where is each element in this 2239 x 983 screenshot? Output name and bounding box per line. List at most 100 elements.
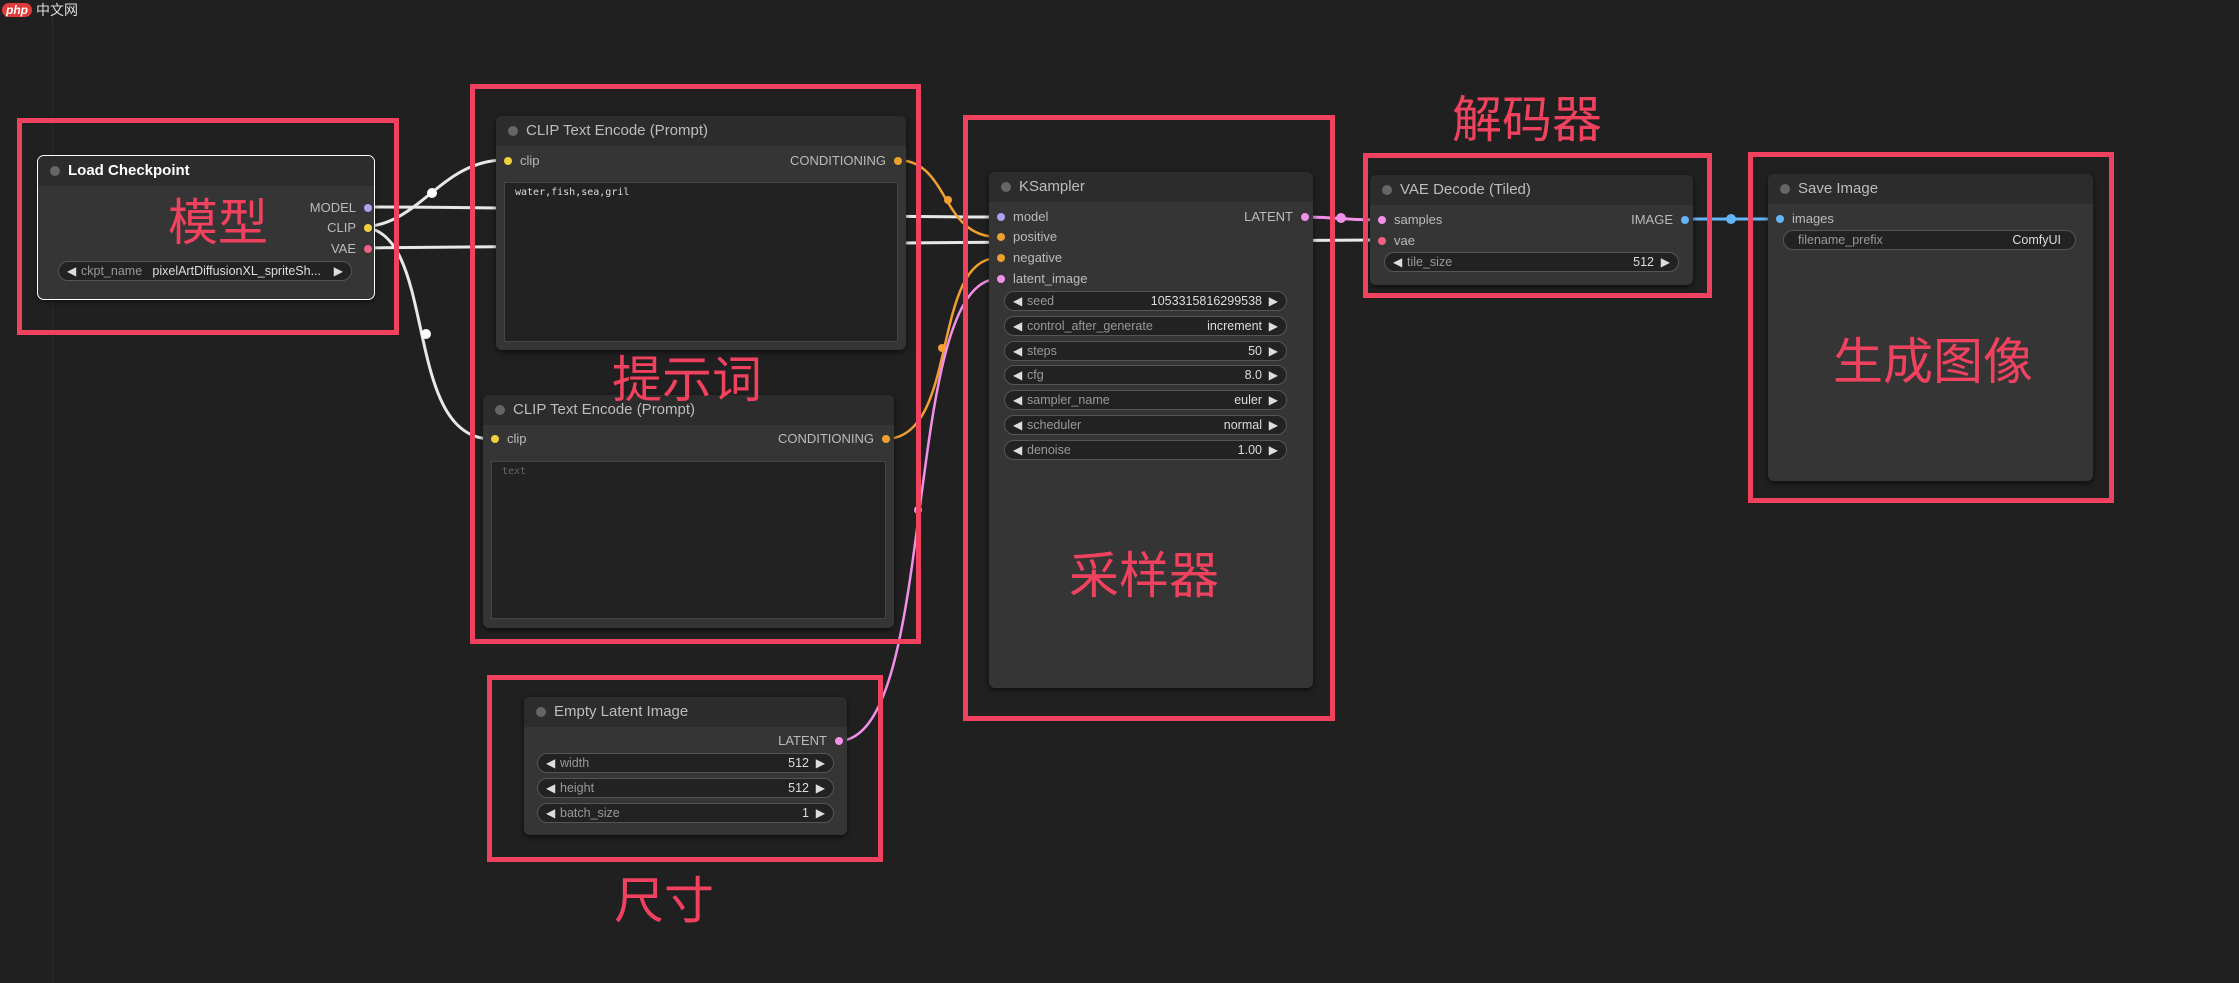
arrow-left-icon[interactable]: ◀: [67, 264, 77, 278]
slot-dot-icon[interactable]: [1378, 216, 1386, 224]
steps-widget[interactable]: ◀ steps 50 ▶: [1004, 341, 1287, 361]
output-slot-conditioning[interactable]: CONDITIONING: [686, 152, 904, 170]
annotation-model: 模型: [168, 194, 268, 252]
sampler-name-widget[interactable]: ◀ sampler_name euler ▶: [1004, 390, 1287, 410]
arrow-right-icon[interactable]: ▶: [1268, 443, 1278, 457]
save-image-node[interactable]: Save Image images filename_prefix ComfyU…: [1768, 174, 2093, 481]
slot-dot-icon[interactable]: [364, 204, 372, 212]
node-title[interactable]: CLIP Text Encode (Prompt): [483, 395, 894, 425]
arrow-left-icon[interactable]: ◀: [546, 781, 556, 795]
negative-prompt-textarea[interactable]: text: [491, 461, 886, 619]
output-slot-latent[interactable]: LATENT: [627, 732, 845, 750]
width-widget[interactable]: ◀ width 512 ▶: [537, 753, 834, 773]
collapse-dot-icon[interactable]: [536, 707, 546, 717]
widget-label: sampler_name: [1027, 393, 1110, 407]
output-slot-latent[interactable]: LATENT: [1093, 208, 1311, 226]
collapse-dot-icon[interactable]: [495, 405, 505, 415]
arrow-left-icon[interactable]: ◀: [1013, 393, 1023, 407]
slot-dot-icon[interactable]: [997, 254, 1005, 262]
input-slot-vae[interactable]: vae: [1376, 232, 1415, 250]
arrow-right-icon[interactable]: ▶: [1268, 294, 1278, 308]
slot-dot-icon[interactable]: [835, 737, 843, 745]
slot-dot-icon[interactable]: [997, 213, 1005, 221]
node-title[interactable]: KSampler: [989, 172, 1313, 202]
arrow-left-icon[interactable]: ◀: [1393, 255, 1403, 269]
prompt-textarea[interactable]: water,fish,sea,gril: [504, 182, 898, 342]
input-slot-latent-image[interactable]: latent_image: [995, 270, 1087, 288]
arrow-left-icon[interactable]: ◀: [1013, 418, 1023, 432]
ksampler-node[interactable]: KSampler model positive negative latent_…: [989, 172, 1313, 688]
vae-decode-tiled-node[interactable]: VAE Decode (Tiled) samples vae IMAGE ◀ t…: [1370, 175, 1693, 285]
arrow-left-icon[interactable]: ◀: [1013, 443, 1023, 457]
arrow-right-icon[interactable]: ▶: [333, 264, 343, 278]
node-title[interactable]: Save Image: [1768, 174, 2093, 204]
slot-dot-icon[interactable]: [364, 224, 372, 232]
output-slot-conditioning[interactable]: CONDITIONING: [674, 430, 892, 448]
slot-dot-icon[interactable]: [997, 275, 1005, 283]
clip-encode-pos-title: CLIP Text Encode (Prompt): [526, 122, 709, 139]
seed-widget[interactable]: ◀ seed 1053315816299538 ▶: [1004, 291, 1287, 311]
slot-dot-icon[interactable]: [1301, 213, 1309, 221]
slot-dot-icon[interactable]: [504, 157, 512, 165]
output-slot-clip[interactable]: CLIP: [156, 219, 374, 237]
widget-value: euler: [1234, 393, 1262, 407]
slot-dot-icon[interactable]: [1378, 237, 1386, 245]
slot-dot-icon[interactable]: [894, 157, 902, 165]
node-title[interactable]: VAE Decode (Tiled): [1370, 175, 1693, 205]
input-slot-negative[interactable]: negative: [995, 249, 1062, 267]
node-title[interactable]: Empty Latent Image: [524, 697, 847, 727]
arrow-left-icon[interactable]: ◀: [1013, 344, 1023, 358]
arrow-left-icon[interactable]: ◀: [1013, 368, 1023, 382]
cfg-widget[interactable]: ◀ cfg 8.0 ▶: [1004, 365, 1287, 385]
input-slot-images[interactable]: images: [1774, 210, 1834, 228]
arrow-right-icon[interactable]: ▶: [1268, 344, 1278, 358]
slot-label: clip: [507, 431, 527, 446]
clip-text-encode-negative-node[interactable]: CLIP Text Encode (Prompt) clip CONDITION…: [483, 395, 894, 628]
batch-size-widget[interactable]: ◀ batch_size 1 ▶: [537, 803, 834, 823]
input-slot-clip[interactable]: clip: [502, 152, 540, 170]
collapse-dot-icon[interactable]: [1382, 185, 1392, 195]
load-checkpoint-node[interactable]: Load Checkpoint MODEL CLIP VAE ◀ ckpt_na…: [37, 155, 375, 300]
node-title[interactable]: Load Checkpoint: [38, 156, 374, 186]
input-slot-positive[interactable]: positive: [995, 228, 1057, 246]
node-title[interactable]: CLIP Text Encode (Prompt): [496, 116, 906, 146]
input-slot-samples[interactable]: samples: [1376, 211, 1442, 229]
filename-prefix-field[interactable]: filename_prefix ComfyUI: [1783, 230, 2076, 250]
slot-dot-icon[interactable]: [491, 435, 499, 443]
height-widget[interactable]: ◀ height 512 ▶: [537, 778, 834, 798]
slot-dot-icon[interactable]: [1776, 215, 1784, 223]
arrow-right-icon[interactable]: ▶: [1268, 368, 1278, 382]
arrow-right-icon[interactable]: ▶: [815, 756, 825, 770]
output-slot-vae[interactable]: VAE: [156, 240, 374, 258]
arrow-right-icon[interactable]: ▶: [1660, 255, 1670, 269]
slot-dot-icon[interactable]: [1681, 216, 1689, 224]
ckpt-name-combo[interactable]: ◀ ckpt_name pixelArtDiffusionXL_spriteSh…: [58, 261, 352, 281]
collapse-dot-icon[interactable]: [50, 166, 60, 176]
empty-latent-image-node[interactable]: Empty Latent Image LATENT ◀ width 512 ▶ …: [524, 697, 847, 835]
output-slot-model[interactable]: MODEL: [156, 199, 374, 217]
control-after-generate-widget[interactable]: ◀ control_after_generate increment ▶: [1004, 316, 1287, 336]
arrow-left-icon[interactable]: ◀: [1013, 294, 1023, 308]
arrow-right-icon[interactable]: ▶: [815, 781, 825, 795]
arrow-right-icon[interactable]: ▶: [1268, 319, 1278, 333]
input-slot-model[interactable]: model: [995, 208, 1048, 226]
canvas-guide: [52, 0, 53, 983]
arrow-right-icon[interactable]: ▶: [815, 806, 825, 820]
slot-dot-icon[interactable]: [997, 233, 1005, 241]
input-slot-clip[interactable]: clip: [489, 430, 527, 448]
tile-size-widget[interactable]: ◀ tile_size 512 ▶: [1384, 252, 1679, 272]
arrow-right-icon[interactable]: ▶: [1268, 418, 1278, 432]
arrow-right-icon[interactable]: ▶: [1268, 393, 1278, 407]
slot-dot-icon[interactable]: [364, 245, 372, 253]
scheduler-widget[interactable]: ◀ scheduler normal ▶: [1004, 415, 1287, 435]
denoise-widget[interactable]: ◀ denoise 1.00 ▶: [1004, 440, 1287, 460]
slot-dot-icon[interactable]: [882, 435, 890, 443]
output-slot-image[interactable]: IMAGE: [1473, 211, 1691, 229]
collapse-dot-icon[interactable]: [1001, 182, 1011, 192]
arrow-left-icon[interactable]: ◀: [1013, 319, 1023, 333]
clip-text-encode-positive-node[interactable]: CLIP Text Encode (Prompt) clip CONDITION…: [496, 116, 906, 350]
collapse-dot-icon[interactable]: [1780, 184, 1790, 194]
arrow-left-icon[interactable]: ◀: [546, 756, 556, 770]
arrow-left-icon[interactable]: ◀: [546, 806, 556, 820]
collapse-dot-icon[interactable]: [508, 126, 518, 136]
